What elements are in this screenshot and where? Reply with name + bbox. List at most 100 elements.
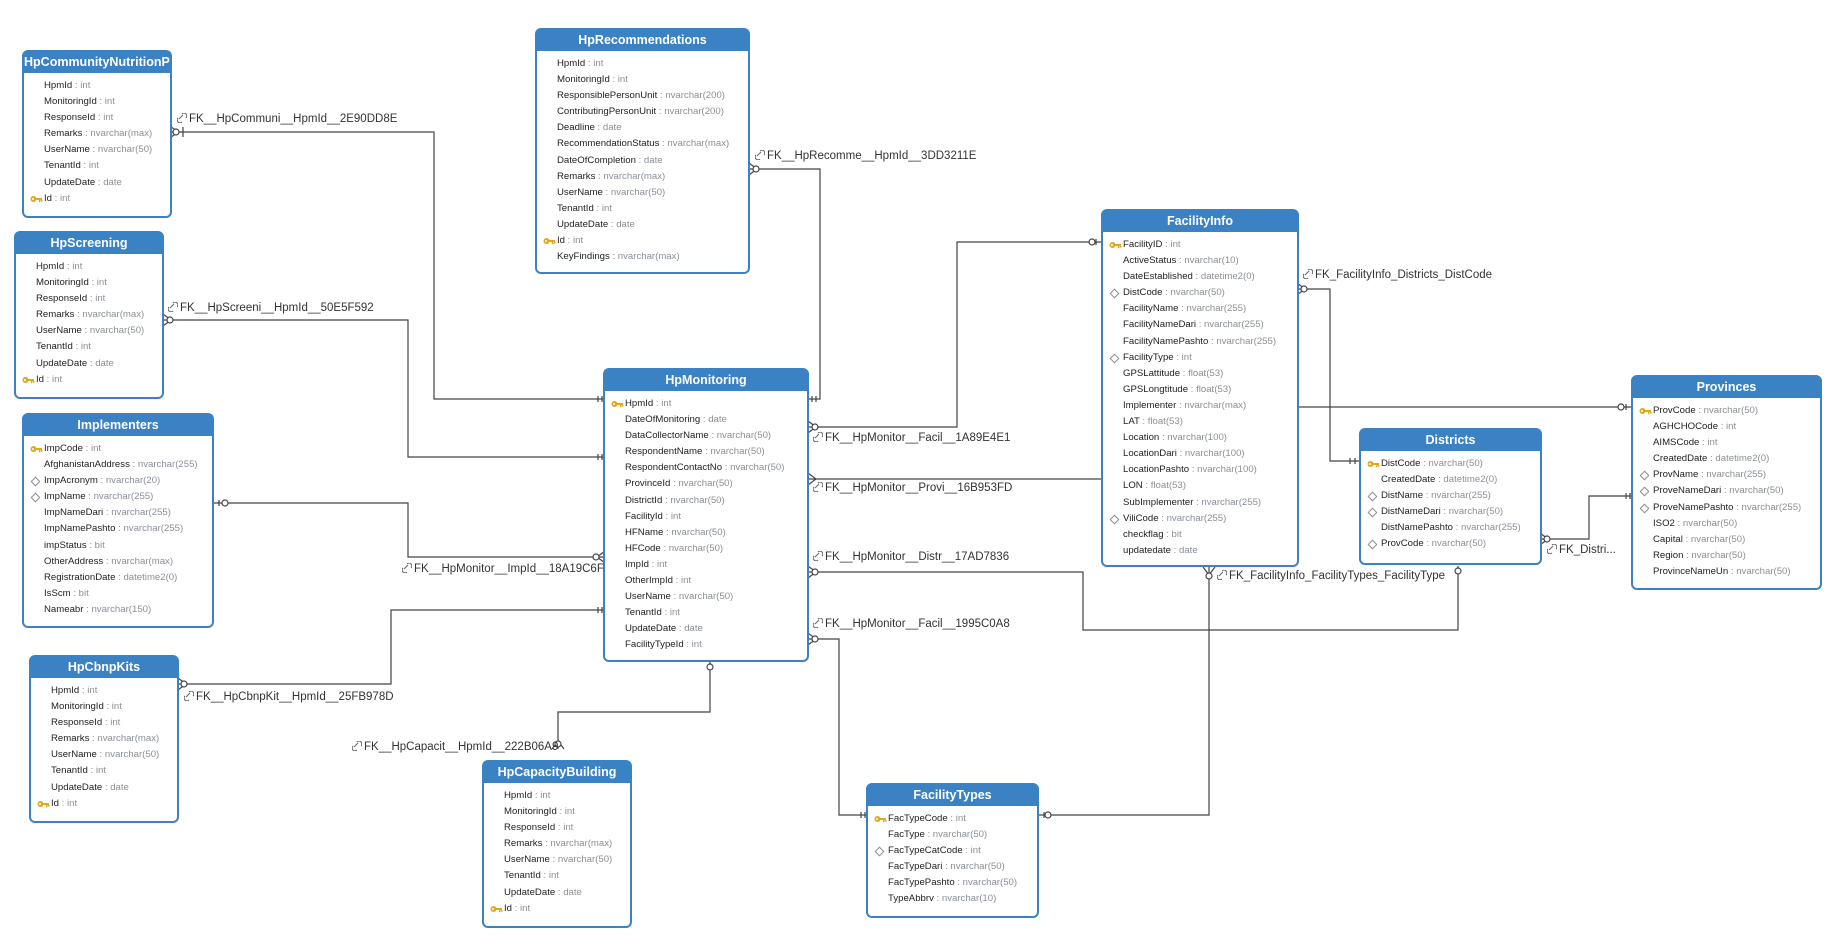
- column-row[interactable]: UpdateDate : date: [605, 621, 807, 637]
- column-row[interactable]: OtherAddress : nvarchar(max): [24, 554, 212, 570]
- column-row[interactable]: HpmId : int: [537, 56, 748, 72]
- column-row[interactable]: UpdateDate : date: [31, 780, 177, 796]
- column-row[interactable]: UserName : nvarchar(50): [24, 142, 170, 158]
- column-row[interactable]: RespondentName : nvarchar(50): [605, 444, 807, 460]
- column-row[interactable]: Remarks : nvarchar(max): [537, 169, 748, 185]
- relationship-label[interactable]: FK__HpCapacit__HpmId__222B06A9: [352, 741, 558, 753]
- column-row[interactable]: FacilityNameDari : nvarchar(255): [1103, 317, 1297, 333]
- column-row[interactable]: checkflag : bit: [1103, 527, 1297, 543]
- column-row[interactable]: FacTypePashto : nvarchar(50): [868, 875, 1037, 891]
- column-row[interactable]: ContributingPersonUnit : nvarchar(200): [537, 104, 748, 120]
- column-row[interactable]: TenantId : int: [16, 339, 162, 355]
- column-row[interactable]: DateOfMonitoring : date: [605, 412, 807, 428]
- column-row[interactable]: DistCode : nvarchar(50): [1103, 285, 1297, 301]
- column-row[interactable]: LocationDari : nvarchar(100): [1103, 446, 1297, 462]
- column-row[interactable]: UpdateDate : date: [16, 356, 162, 372]
- column-row[interactable]: Id : int: [24, 191, 170, 207]
- column-row[interactable]: MonitoringId : int: [484, 804, 630, 820]
- column-row[interactable]: LocationPashto : nvarchar(100): [1103, 462, 1297, 478]
- column-row[interactable]: ImpCode : int: [24, 441, 212, 457]
- column-row[interactable]: HpmId : int: [484, 788, 630, 804]
- column-row[interactable]: CreatedDate : datetime2(0): [1633, 451, 1820, 467]
- column-row[interactable]: TenantId : int: [537, 201, 748, 217]
- column-row[interactable]: DistrictId : nvarchar(50): [605, 493, 807, 509]
- relationship-label[interactable]: FK__HpMonitor__Facil__1A89E4E1: [813, 432, 1010, 444]
- column-row[interactable]: AIMSCode : int: [1633, 435, 1820, 451]
- column-row[interactable]: FacTypeCatCode : int: [868, 843, 1037, 859]
- relationship-label[interactable]: FK_Distri...: [1547, 544, 1616, 556]
- column-row[interactable]: GPSLongtitude : float(53): [1103, 382, 1297, 398]
- column-row[interactable]: MonitoringId : int: [16, 275, 162, 291]
- column-row[interactable]: FacTypeCode : int: [868, 811, 1037, 827]
- column-row[interactable]: DataCollectorName : nvarchar(50): [605, 428, 807, 444]
- column-row[interactable]: DistCode : nvarchar(50): [1361, 456, 1540, 472]
- relationship-label[interactable]: FK_FacilityInfo_FacilityTypes_FacilityTy…: [1217, 570, 1445, 582]
- column-row[interactable]: ProveNamePashto : nvarchar(255): [1633, 500, 1820, 516]
- column-row[interactable]: DistNameDari : nvarchar(50): [1361, 504, 1540, 520]
- column-row[interactable]: Id : int: [31, 796, 177, 812]
- column-row[interactable]: ResponseId : int: [31, 715, 177, 731]
- column-row[interactable]: TenantId : int: [24, 158, 170, 174]
- column-row[interactable]: Remarks : nvarchar(max): [16, 307, 162, 323]
- column-row[interactable]: ProveNameDari : nvarchar(50): [1633, 483, 1820, 499]
- column-row[interactable]: MonitoringId : int: [24, 94, 170, 110]
- column-row[interactable]: DistName : nvarchar(255): [1361, 488, 1540, 504]
- column-row[interactable]: ResponsiblePersonUnit : nvarchar(200): [537, 88, 748, 104]
- column-row[interactable]: ViliCode : nvarchar(255): [1103, 511, 1297, 527]
- column-row[interactable]: HFCode : nvarchar(50): [605, 541, 807, 557]
- column-row[interactable]: impStatus : bit: [24, 538, 212, 554]
- column-row[interactable]: ProvinceId : nvarchar(50): [605, 476, 807, 492]
- column-row[interactable]: FacTypeDari : nvarchar(50): [868, 859, 1037, 875]
- column-row[interactable]: IsScm : bit: [24, 586, 212, 602]
- column-row[interactable]: UpdateDate : date: [484, 885, 630, 901]
- column-row[interactable]: HFName : nvarchar(50): [605, 525, 807, 541]
- column-row[interactable]: ImpName : nvarchar(255): [24, 489, 212, 505]
- column-row[interactable]: UserName : nvarchar(50): [484, 852, 630, 868]
- column-row[interactable]: ResponseId : int: [484, 820, 630, 836]
- column-row[interactable]: TenantId : int: [484, 868, 630, 884]
- column-row[interactable]: AGHCHOCode : int: [1633, 419, 1820, 435]
- column-row[interactable]: AfghanistanAddress : nvarchar(255): [24, 457, 212, 473]
- column-row[interactable]: HpmId : int: [24, 78, 170, 94]
- column-row[interactable]: HpmId : int: [16, 259, 162, 275]
- column-row[interactable]: DateOfCompletion : date: [537, 153, 748, 169]
- column-row[interactable]: UserName : nvarchar(50): [605, 589, 807, 605]
- column-row[interactable]: Id : int: [537, 233, 748, 249]
- relationship-label[interactable]: FK__HpMonitor__Facil__1995C0A8: [813, 618, 1010, 630]
- column-row[interactable]: RegistrationDate : datetime2(0): [24, 570, 212, 586]
- relationship-label[interactable]: FK__HpCommuni__HpmId__2E90DD8E: [177, 113, 397, 125]
- column-row[interactable]: GPSLattitude : float(53): [1103, 366, 1297, 382]
- column-row[interactable]: CreatedDate : datetime2(0): [1361, 472, 1540, 488]
- column-row[interactable]: Remarks : nvarchar(max): [484, 836, 630, 852]
- column-row[interactable]: FacilityID : int: [1103, 237, 1297, 253]
- relationship-label[interactable]: FK__HpScreeni__HpmId__50E5F592: [168, 302, 374, 314]
- column-row[interactable]: ProvinceNameUn : nvarchar(50): [1633, 564, 1820, 580]
- column-row[interactable]: MonitoringId : int: [31, 699, 177, 715]
- table-provinces[interactable]: Provinces ProvCode : nvarchar(50)AGHCHOC…: [1631, 375, 1822, 590]
- column-row[interactable]: FacilityName : nvarchar(255): [1103, 301, 1297, 317]
- column-row[interactable]: RecommendationStatus : nvarchar(max): [537, 136, 748, 152]
- relationship-label[interactable]: FK__HpRecomme__HpmId__3DD3211E: [755, 150, 976, 162]
- column-row[interactable]: updatedate : date: [1103, 543, 1297, 559]
- column-row[interactable]: ImpNameDari : nvarchar(255): [24, 505, 212, 521]
- column-row[interactable]: ResponseId : int: [16, 291, 162, 307]
- relationship-label[interactable]: FK__HpMonitor__Distr__17AD7836: [813, 551, 1009, 563]
- column-row[interactable]: LAT : float(53): [1103, 414, 1297, 430]
- column-row[interactable]: ActiveStatus : nvarchar(10): [1103, 253, 1297, 269]
- column-row[interactable]: Capital : nvarchar(50): [1633, 532, 1820, 548]
- table-districts[interactable]: Districts DistCode : nvarchar(50)Created…: [1359, 428, 1542, 565]
- column-row[interactable]: ImpNamePashto : nvarchar(255): [24, 521, 212, 537]
- column-row[interactable]: OtherImpId : int: [605, 573, 807, 589]
- column-row[interactable]: TenantId : int: [31, 763, 177, 779]
- column-row[interactable]: TenantId : int: [605, 605, 807, 621]
- relationship-label[interactable]: FK__HpCbnpKit__HpmId__25FB978D: [184, 691, 394, 703]
- column-row[interactable]: FacilityType : int: [1103, 350, 1297, 366]
- column-row[interactable]: UserName : nvarchar(50): [537, 185, 748, 201]
